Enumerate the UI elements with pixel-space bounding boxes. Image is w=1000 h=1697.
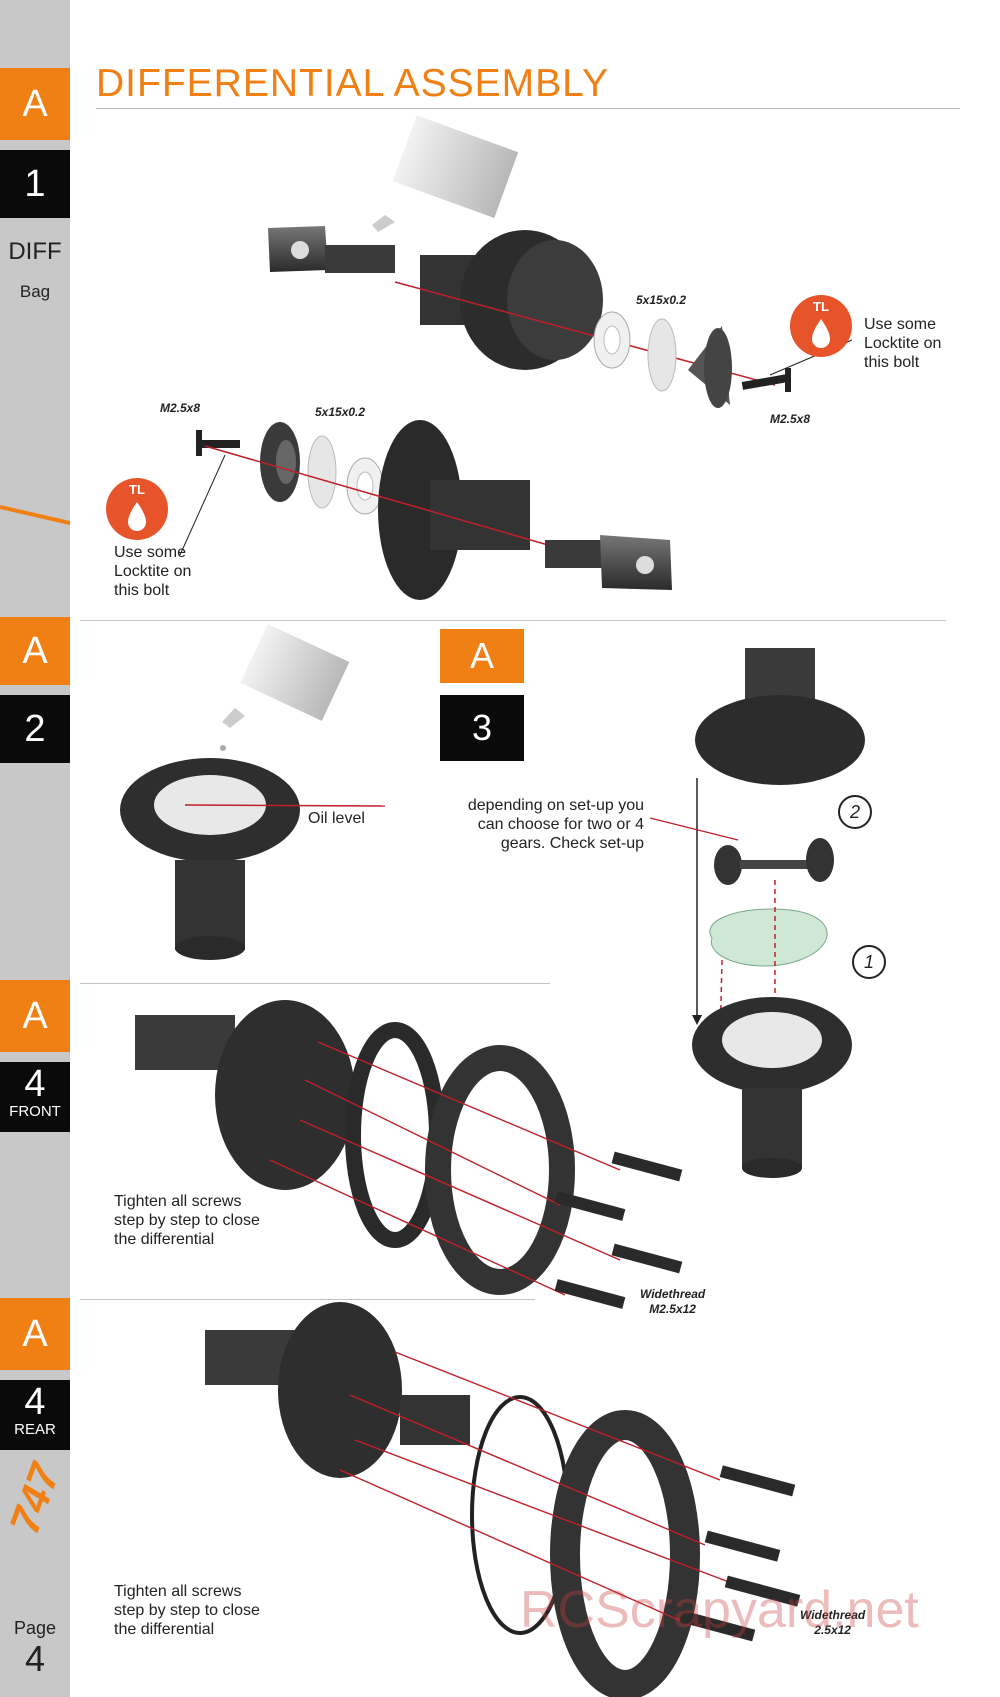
- tl-badge-top-text: TL: [813, 299, 829, 314]
- page-label: Page: [13, 1618, 57, 1638]
- screws-front: [554, 1151, 683, 1309]
- spider-gears-step3: [714, 838, 834, 885]
- screw-rear-label: Widethread 2.5x12: [800, 1608, 866, 1637]
- oil-bottle-step2: [220, 623, 350, 751]
- bag-title: DIFF: [8, 238, 62, 265]
- circle-1-marker: 1: [852, 945, 886, 979]
- bolt-top-label: M2.5x8: [770, 412, 811, 426]
- bearing-top: [593, 311, 631, 369]
- page-number: 4: [24, 1638, 46, 1679]
- tighten-note-front: Tighten all screws step by step to close…: [114, 1193, 260, 1248]
- shim-left-label: 5x15x0.2: [315, 405, 366, 419]
- outdrive-cup-left: [545, 535, 672, 590]
- diff-assembly-rear: [205, 1302, 700, 1697]
- step4-front-number-tab: 4 FRONT: [0, 1062, 70, 1132]
- shim-top: [647, 318, 677, 392]
- circle-2-marker: 2: [838, 795, 872, 829]
- bevel-gear-left: [260, 422, 300, 502]
- screw-front-label: Widethread M2.5x12: [640, 1287, 706, 1316]
- bag-subtitle: Bag: [19, 282, 51, 301]
- step4-front-number: 4: [24, 1063, 46, 1105]
- bolt-left-label: M2.5x8: [160, 401, 201, 415]
- section-divider-3: [80, 1299, 535, 1300]
- step4-rear-number-tab: 4 REAR: [0, 1380, 70, 1450]
- locktite-note-left: Use some Locktite on this bolt: [114, 544, 192, 599]
- diff-case-top: [420, 230, 603, 370]
- page-title: DIFFERENTIAL ASSEMBLY: [96, 62, 609, 105]
- section-divider-2: [80, 983, 550, 984]
- diff-case-step2: [120, 758, 300, 960]
- step1-number-tab: 1: [0, 150, 70, 218]
- shim-top-label: 5x15x0.2: [636, 293, 687, 307]
- bearing-left: [346, 457, 384, 515]
- gasket-step3: [709, 908, 828, 967]
- tighten-note-rear: Tighten all screws step by step to close…: [114, 1583, 260, 1638]
- setup-note: depending on set-up you can choose for t…: [467, 797, 644, 852]
- bolt-left: [196, 430, 240, 456]
- screws-rear: [679, 1465, 801, 1642]
- bolt-top: [741, 368, 791, 392]
- outdrive-cup-top: [268, 226, 395, 273]
- diff-cover-left: [378, 420, 530, 600]
- step4-rear-letter-tab: A: [0, 1298, 70, 1370]
- step3-letter-tab: A: [440, 629, 524, 683]
- diff-assembly-front: [135, 1000, 575, 1295]
- shim-left: [307, 435, 337, 509]
- tl-badge-left-text: TL: [129, 482, 145, 497]
- diff-case-step3: [692, 997, 852, 1178]
- bevel-gear-top: [688, 326, 732, 408]
- tl-badge-left: TL: [106, 478, 168, 540]
- watermark: RCScrapyard.net: [520, 1581, 919, 1639]
- step4-front-label: FRONT: [9, 1103, 61, 1120]
- step4-front-letter-tab: A: [0, 980, 70, 1052]
- step2-letter-tab: A: [0, 617, 70, 685]
- title-divider: [96, 108, 960, 109]
- oil-bottle-top: [372, 115, 519, 253]
- sidebar-accent-stripe: [0, 505, 70, 525]
- locktite-note-top: Use some Locktite on this bolt: [864, 316, 942, 371]
- step2-number-tab: 2: [0, 695, 70, 763]
- section-divider-1: [80, 620, 946, 621]
- step4-rear-number: 4: [24, 1381, 46, 1423]
- step3-number-tab: 3: [440, 695, 524, 761]
- step1-letter-tab: A: [0, 68, 70, 140]
- diff-cover-step3: [695, 648, 865, 785]
- oil-level-label: Oil level: [308, 810, 365, 827]
- tl-badge-top: TL: [790, 295, 852, 357]
- step4-rear-label: REAR: [14, 1421, 56, 1438]
